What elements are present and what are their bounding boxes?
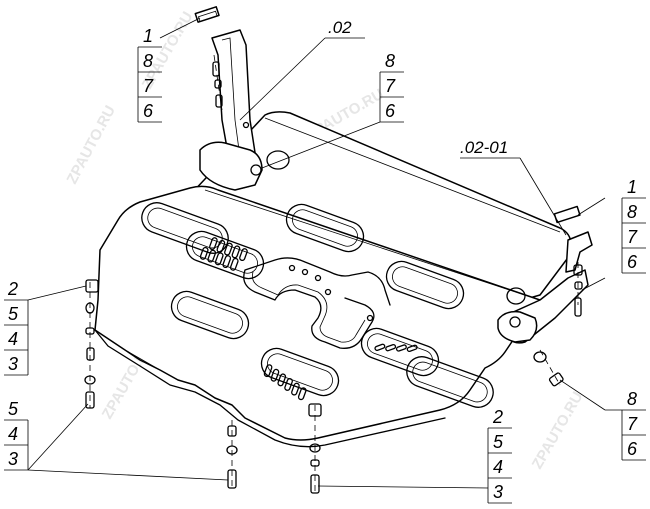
callout-bracket-bolt: 8 7 6	[379, 51, 404, 123]
slot-4	[185, 230, 265, 280]
slot-1	[141, 202, 229, 254]
callout-lower-left: 5 4 3	[4, 399, 29, 471]
callout-left: 2 5 4 3	[4, 279, 29, 376]
callout-right-6: 6	[627, 252, 638, 272]
callout-top-1: 1	[143, 26, 153, 46]
callout-right-bracket-code: .02-01	[460, 138, 508, 157]
callout-bolt-7: 7	[385, 76, 396, 96]
callout-right-7: 7	[627, 227, 638, 247]
vent-holes	[199, 237, 418, 401]
callout-bottom-2: 2	[492, 407, 503, 427]
code-right-bracket: .02-01	[460, 138, 508, 157]
right-mounting-bracket	[497, 205, 593, 387]
leader-lines	[27, 17, 606, 489]
center-embossing	[243, 257, 391, 349]
plate-slots	[141, 202, 494, 408]
callout-top-7: 7	[143, 76, 154, 96]
watermark-3: ZPAUTO.RU	[529, 389, 587, 472]
slot-8	[406, 356, 494, 408]
callout-bottom-3: 3	[493, 482, 503, 502]
callout-rbolt-7: 7	[627, 414, 638, 434]
slot-7	[260, 347, 340, 397]
callout-top-bracket: 1 8 7 6	[137, 26, 162, 123]
left-clip	[194, 6, 220, 23]
skid-plate	[94, 111, 572, 448]
callout-right-8: 8	[627, 202, 637, 222]
callout-rbolt-6: 6	[627, 439, 638, 459]
callout-left-2: 2	[7, 279, 18, 299]
callout-bottom-4: 4	[493, 457, 503, 477]
watermark-1: ZPAUTO.RU	[64, 103, 119, 187]
callout-bottom: 2 5 4 3	[487, 407, 512, 504]
right-bracket-hole	[506, 287, 526, 305]
fastener-left-lower	[85, 391, 95, 409]
slot-2	[285, 203, 365, 253]
callout-bottom-5: 5	[493, 432, 504, 452]
callout-right-bracket: 1 8 7 6	[621, 177, 646, 274]
slot-5	[170, 290, 250, 340]
code-left-bracket: .02	[328, 18, 352, 37]
fasteners	[84, 279, 322, 494]
callout-right-1: 1	[627, 177, 637, 197]
callout-top-8: 8	[143, 51, 153, 71]
plate-fold-line	[204, 189, 541, 301]
callout-lleft-3: 3	[8, 449, 18, 469]
fastener-bottom-right	[310, 474, 320, 494]
callout-left-3: 3	[8, 354, 18, 374]
callout-lleft-5: 5	[8, 399, 19, 419]
plate-front-lip	[94, 329, 446, 448]
fastener-left-upper	[85, 279, 99, 293]
left-bracket-foot	[199, 141, 263, 191]
left-bracket-hole	[266, 150, 290, 170]
fastener-bottom-middle	[227, 469, 237, 489]
callout-rbolt-8: 8	[627, 389, 637, 409]
slot-3	[385, 260, 465, 310]
callout-left-bracket-code: .02	[328, 18, 352, 37]
right-clip	[553, 205, 581, 224]
callout-left-4: 4	[8, 329, 18, 349]
callout-bolt-6: 6	[385, 101, 396, 121]
callout-lleft-4: 4	[8, 424, 18, 444]
callout-bolt-8: 8	[385, 51, 395, 71]
left-mounting-bracket	[194, 6, 290, 191]
callout-top-6: 6	[143, 101, 154, 121]
callout-right-bolt: 8 7 6	[605, 389, 646, 461]
callout-left-5: 5	[8, 304, 19, 324]
plate-body	[94, 185, 541, 441]
